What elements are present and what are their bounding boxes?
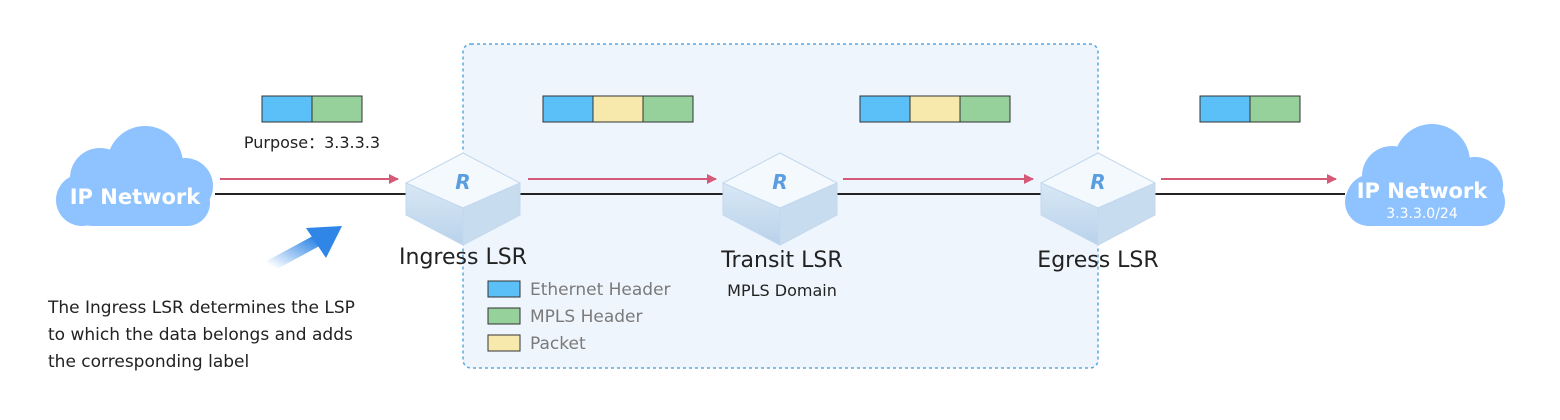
note-line-1: The Ingress LSR determines the LSP	[47, 298, 355, 318]
router-letter: R	[455, 170, 470, 194]
router-letter: R	[772, 170, 787, 194]
mpls-domain-label: MPLS Domain	[727, 281, 837, 300]
ip-network-cloud-right: IP Network 3.3.3.0/24	[1345, 124, 1505, 226]
ethernet-header-block	[1199, 95, 1251, 123]
ethernet-header-block	[859, 95, 911, 123]
legend-swatch-mpls	[487, 307, 521, 325]
transit-lsr-label: Transit LSR	[720, 248, 842, 273]
mpls-header-block	[959, 95, 1011, 123]
legend-label-packet: Packet	[530, 334, 586, 354]
packet-stack-4	[1199, 95, 1301, 123]
router-letter: R	[1090, 170, 1105, 194]
ingress-note: The Ingress LSR determines the LSP to wh…	[47, 298, 355, 372]
note-line-2: to which the data belongs and adds	[48, 325, 353, 345]
ip-network-cloud-left: IP Network	[56, 126, 213, 226]
packet-stack-1	[261, 95, 363, 123]
ethernet-header-block	[542, 95, 594, 123]
hint-arrow-icon	[267, 226, 342, 272]
cloud-right-subnet: 3.3.3.0/24	[1386, 206, 1458, 222]
packet-block	[909, 95, 961, 123]
egress-router-icon: R	[1040, 152, 1156, 246]
legend: Ethernet Header MPLS Header Packet	[487, 280, 671, 354]
cloud-left-label: IP Network	[70, 185, 202, 209]
legend-label-ethernet: Ethernet Header	[530, 280, 671, 300]
ethernet-header-block	[261, 95, 313, 123]
packet-stack-2	[542, 95, 694, 123]
ingress-router-icon: R	[405, 152, 521, 246]
ingress-lsr-label: Ingress LSR	[399, 245, 527, 270]
transit-router-icon: R	[722, 152, 838, 246]
packet-stack-3	[859, 95, 1011, 123]
cloud-right-label: IP Network	[1357, 179, 1489, 203]
legend-swatch-ethernet	[487, 280, 521, 298]
egress-lsr-label: Egress LSR	[1037, 248, 1158, 273]
mpls-header-block	[311, 95, 363, 123]
legend-label-mpls: MPLS Header	[530, 307, 642, 327]
purpose-label: Purpose：3.3.3.3	[244, 133, 380, 152]
mpls-header-block	[1249, 95, 1301, 123]
note-line-3: the corresponding label	[48, 352, 249, 372]
packet-block	[592, 95, 644, 123]
mpls-header-block	[642, 95, 694, 123]
legend-swatch-packet	[487, 334, 521, 352]
